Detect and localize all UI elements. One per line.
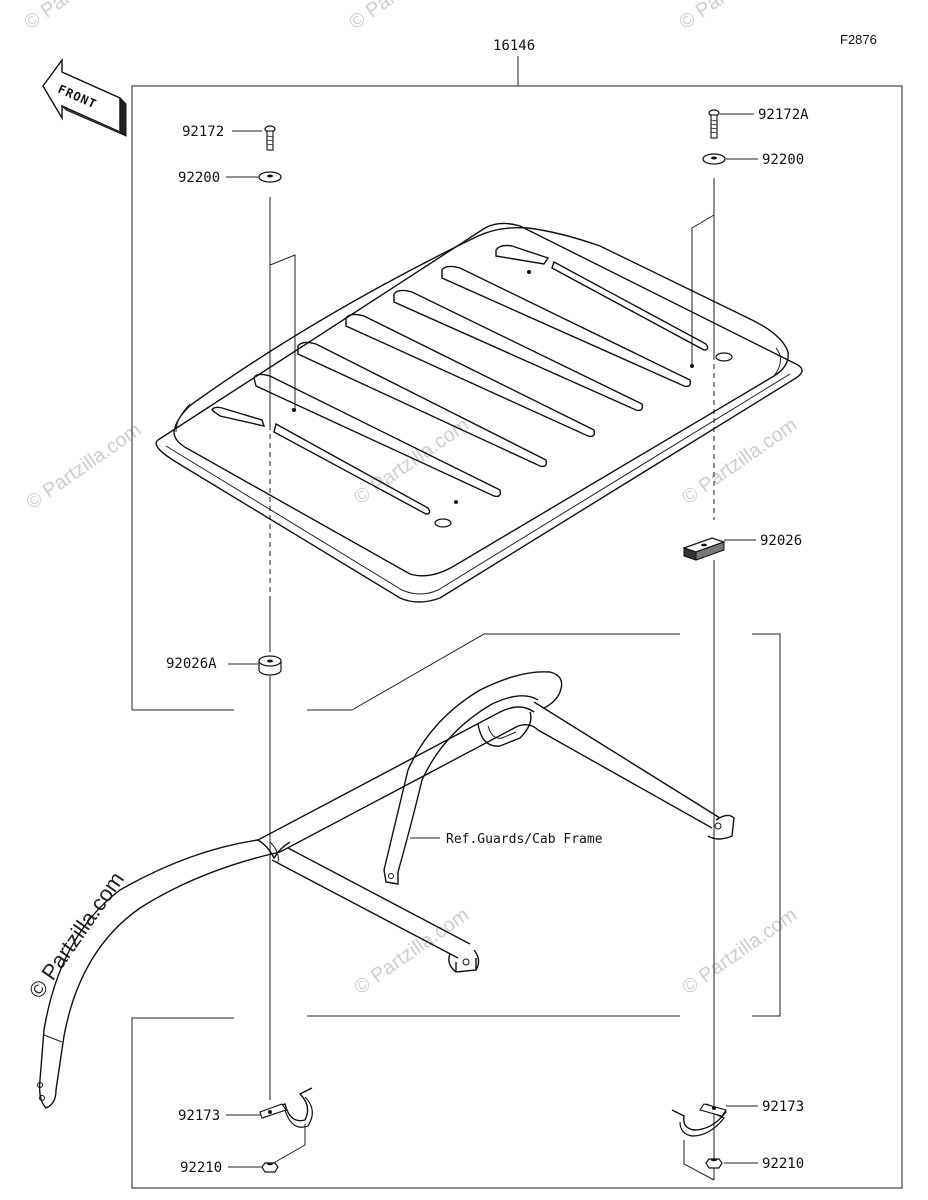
roof-panel	[155, 222, 803, 603]
offset-line	[269, 254, 296, 410]
part-label-92200-right: 92200	[762, 152, 804, 168]
spacer-icon	[258, 655, 282, 676]
clamp-icon	[259, 1087, 313, 1128]
watermark-dark: © Partzilla.com	[24, 867, 130, 1003]
watermarks: © Partzilla.com © Partzilla.com © Partzi…	[20, 0, 801, 1003]
nut-icon	[705, 1158, 723, 1169]
clamp-icon	[671, 1103, 728, 1137]
part-label-92173-left: 92173	[178, 1108, 220, 1124]
part-label-92026A: 92026A	[166, 656, 217, 672]
assembly-bracket	[131, 85, 903, 1189]
nut-icon	[261, 1162, 279, 1173]
part-label-92026: 92026	[760, 533, 802, 549]
offset-line	[683, 1140, 715, 1181]
part-label-92173-right: 92173	[762, 1099, 804, 1115]
watermark: © Partzilla.com	[675, 0, 798, 34]
spacer-block-icon	[682, 537, 726, 561]
figure-code: F2876	[840, 32, 877, 47]
watermark: © Partzilla.com	[350, 904, 473, 999]
watermark: © Partzilla.com	[22, 419, 145, 514]
roof-ribs	[211, 244, 733, 528]
front-arrow-icon: FRONT	[42, 57, 127, 137]
assembly-part-number: 16146	[493, 38, 535, 54]
watermark: © Partzilla.com	[678, 414, 801, 509]
washer-icon	[702, 153, 726, 165]
bolt-icon	[708, 109, 720, 139]
cab-frame: Ref.Guards/Cab Frame	[37, 671, 735, 1109]
part-label-92200-left: 92200	[178, 170, 220, 186]
watermark: © Partzilla.com	[678, 904, 801, 999]
watermark: © Partzilla.com	[345, 0, 468, 34]
reference-note: Ref.Guards/Cab Frame	[446, 832, 603, 847]
part-label-92172: 92172	[182, 124, 224, 140]
watermark: © Partzilla.com	[350, 414, 473, 509]
offset-line	[269, 1124, 306, 1166]
offset-line	[691, 214, 715, 365]
part-label-92210-left: 92210	[180, 1160, 222, 1176]
washer-icon	[258, 171, 282, 183]
left-mounting-stack: 92172 92200 92026A 92173	[166, 124, 313, 1176]
part-label-92210-right: 92210	[762, 1156, 804, 1172]
part-label-92172A: 92172A	[758, 107, 809, 123]
watermark: © Partzilla.com	[20, 0, 143, 34]
bolt-icon	[264, 125, 276, 151]
right-mounting-stack: 92172A 92200 92026 92173	[671, 107, 809, 1181]
